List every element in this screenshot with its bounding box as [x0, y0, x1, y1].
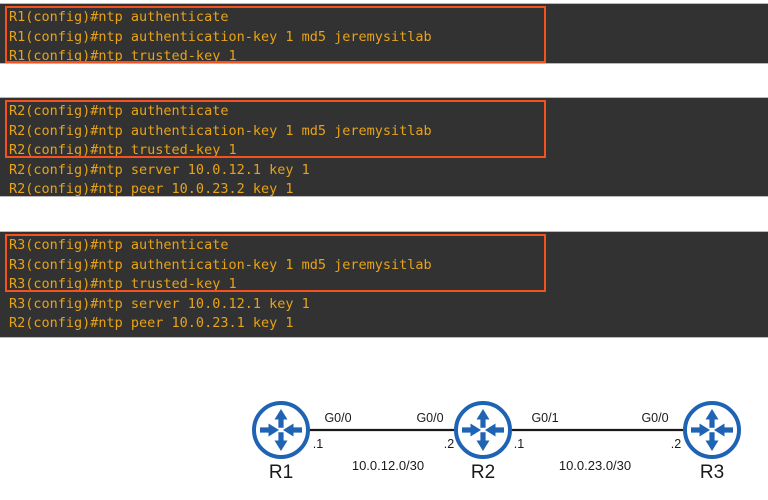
r1-terminal: R1(config)#ntp authenticate R1(config)#n… — [0, 3, 768, 64]
cli-line: R3(config)#ntp authenticate — [9, 237, 229, 253]
cli-line: R2(config)#ntp authenticate — [9, 103, 229, 119]
cli-line: R2(config)#ntp authentication-key 1 md5 … — [9, 122, 432, 139]
cli-line: R3(config)#ntp trusted-key 1 — [9, 276, 237, 293]
router-icon-r1[interactable] — [252, 401, 310, 459]
ip-label-r1-g00: .1 — [313, 437, 323, 451]
r3-terminal-body: R3(config)#ntp authenticate R3(config)#n… — [0, 232, 768, 337]
router-label-r1: R1 — [269, 462, 293, 483]
ip-label-r3-g00: .2 — [671, 437, 681, 451]
r1-terminal-body: R1(config)#ntp authenticate R1(config)#n… — [0, 4, 768, 64]
cli-line: R2(config)#ntp trusted-key 1 — [9, 142, 237, 159]
router-icon-r2[interactable] — [454, 401, 512, 459]
ip-label-r2-g00: .2 — [444, 437, 454, 451]
subnet-label-10-0-23-0-30: 10.0.23.0/30 — [559, 458, 631, 473]
cli-line: R1(config)#ntp authenticate — [9, 9, 229, 25]
cli-line: R2(config)#ntp server 10.0.12.1 key 1 — [9, 161, 310, 178]
router-label-r2: R2 — [471, 462, 495, 483]
interface-label-r2-g01: G0/1 — [531, 411, 558, 425]
ip-label-r2-g01: .1 — [514, 437, 524, 451]
cli-line: R3(config)#ntp server 10.0.12.1 key 1 — [9, 295, 310, 312]
cli-line: R1(config)#ntp trusted-key 1 — [9, 48, 237, 64]
subnet-label-10-0-12-0-30: 10.0.12.0/30 — [352, 458, 424, 473]
router-icon-r3[interactable] — [683, 401, 741, 459]
cli-line: R2(config)#ntp peer 10.0.23.1 key 1 — [9, 315, 294, 332]
r2-terminal-body: R2(config)#ntp authenticate R2(config)#n… — [0, 98, 768, 197]
cli-line: R2(config)#ntp peer 10.0.23.2 key 1 — [9, 181, 294, 197]
r3-terminal: R3(config)#ntp authenticate R3(config)#n… — [0, 231, 768, 338]
interface-label-r3-g00: G0/0 — [641, 411, 668, 425]
cli-line: R1(config)#ntp authentication-key 1 md5 … — [9, 28, 432, 45]
router-label-r3: R3 — [700, 462, 724, 483]
r2-terminal: R2(config)#ntp authenticate R2(config)#n… — [0, 97, 768, 197]
interface-label-r2-g00: G0/0 — [416, 411, 443, 425]
network-topology-diagram: R1 R2 R3 G0/0 .1 G0/0 .2 10.0.12.0/30 G0… — [0, 380, 768, 500]
interface-label-r1-g00: G0/0 — [324, 411, 351, 425]
cli-line: R3(config)#ntp authentication-key 1 md5 … — [9, 256, 432, 273]
